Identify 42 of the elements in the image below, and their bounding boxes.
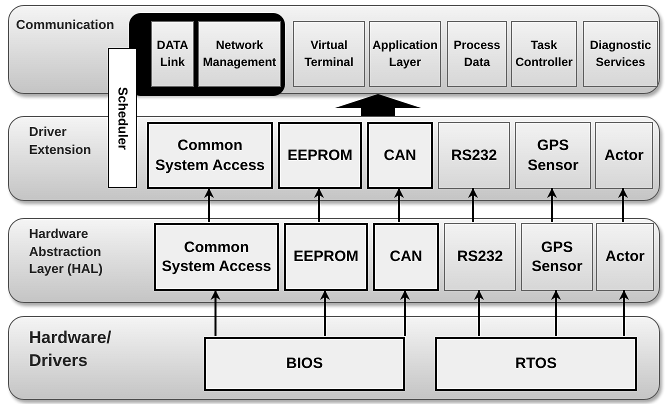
module-box: EEPROM [278,122,362,189]
arrow [210,290,220,336]
arrow [547,188,557,222]
module-box: Diagnostic Services [583,21,658,87]
arrow [619,290,629,336]
module-box: RTOS [435,337,637,391]
layer-band [8,218,660,303]
arrow [314,188,324,222]
scheduler-label: Scheduler [114,86,132,150]
arrow [400,290,410,336]
module-box: Actor [595,122,653,189]
arrow [618,188,628,222]
arrow [551,290,561,336]
module-box: Process Data [447,21,507,87]
arrow [468,188,478,222]
scheduler-bar [108,48,137,188]
module-group [129,13,285,96]
layer-label: Communication [16,16,116,34]
arrow [394,188,404,222]
layer-label: Hardware Abstraction Layer (HAL) [29,225,104,278]
module-box: Application Layer [369,21,441,87]
module-box: RS232 [444,223,516,291]
module-box: Actor [596,223,654,291]
arrow [474,290,484,336]
module-box: Common System Access [154,223,279,291]
arrow [320,290,330,336]
module-box: Common System Access [147,122,273,189]
module-box: GPS Sensor [515,122,591,189]
module-box: GPS Sensor [521,223,593,291]
layer-label: Hardware/ Drivers [29,327,112,372]
arrow [204,188,214,222]
module-box: CAN [373,223,439,291]
block-arrow [335,94,421,116]
module-box: BIOS [204,337,405,391]
module-box: EEPROM [284,223,368,291]
module-box: Network Management [198,21,281,87]
module-box: Virtual Terminal [293,21,365,87]
module-box: RS232 [438,122,510,189]
layer-band [8,316,660,400]
module-box: Task Controller [511,21,577,87]
module-box: CAN [367,122,433,189]
module-box: DATA Link [151,21,194,87]
